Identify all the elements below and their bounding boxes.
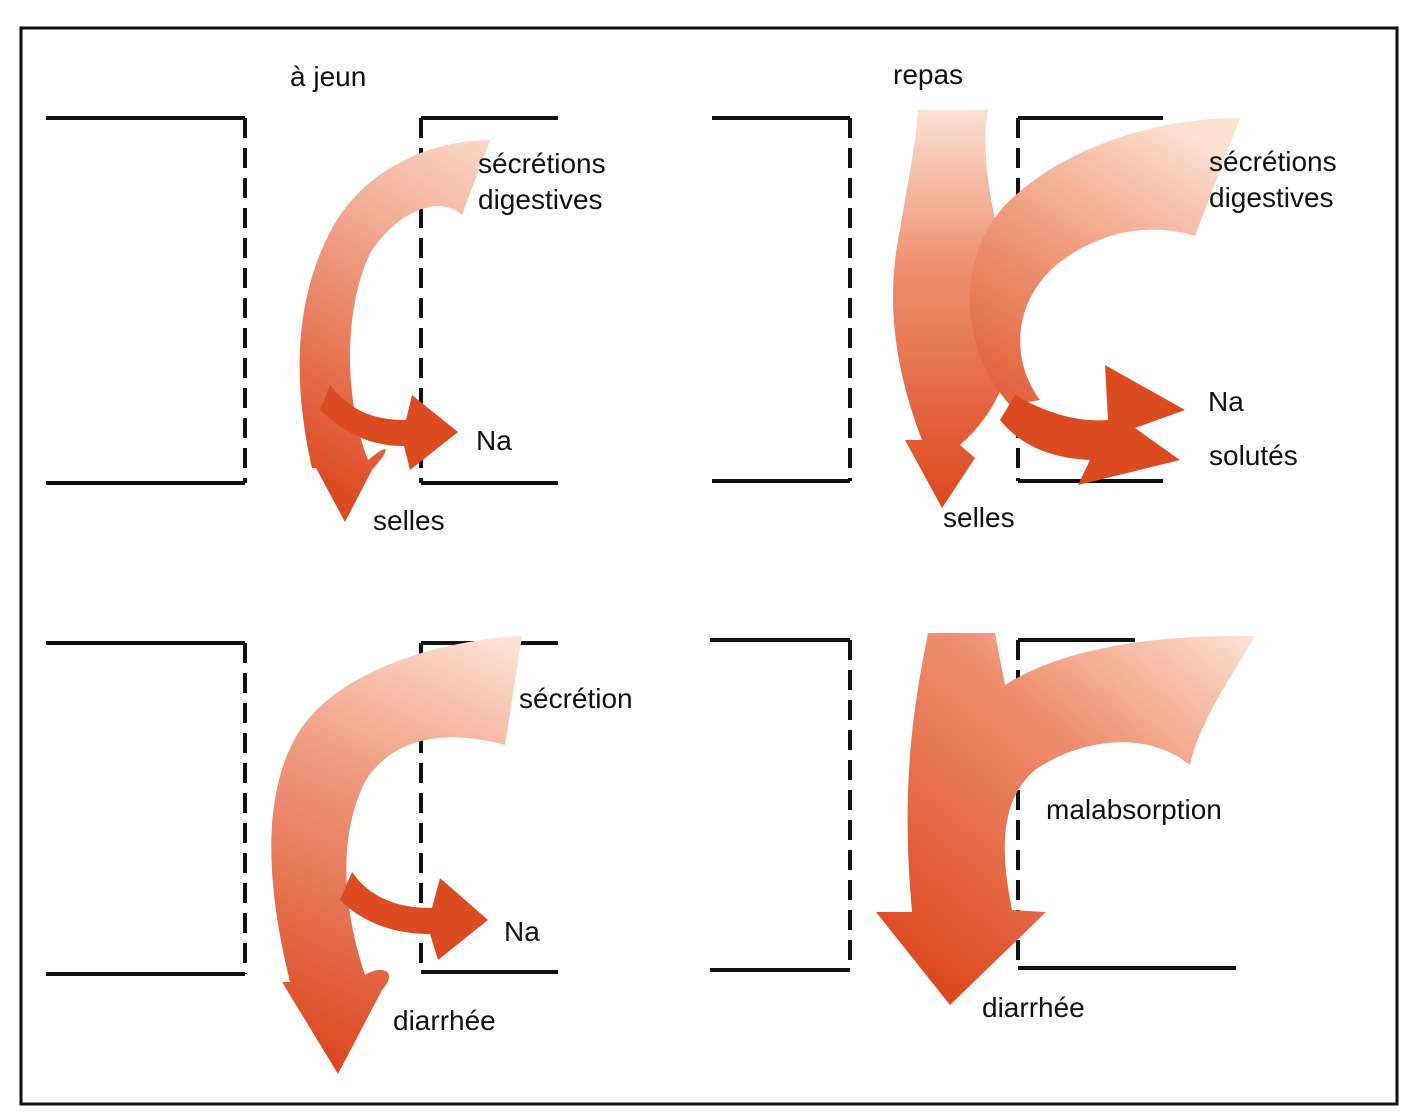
label-sodium: Na — [476, 425, 512, 456]
sodium-absorption-arrow — [320, 385, 458, 470]
panel-fasting-diarrhea: sécrétion Na diarrhée — [46, 636, 633, 1074]
intestine-wall-left — [46, 116, 245, 485]
label-stools: selles — [373, 505, 445, 536]
panel-fasting-normal: sécrétions digestives Na selles — [46, 116, 606, 536]
intestine-wall-left — [46, 641, 245, 976]
label-diarrhea: diarrhée — [982, 992, 1085, 1023]
meal-intake-flow-arrow — [893, 110, 1013, 508]
panel-meal-diarrhea: malabsorption diarrhée — [710, 633, 1255, 1023]
label-diarrhea: diarrhée — [393, 1005, 496, 1036]
intestine-wall-right — [421, 116, 558, 485]
sodium-solutes-absorption-arrow — [1000, 365, 1185, 485]
label-solutes: solutés — [1209, 440, 1298, 471]
intestine-wall-right — [1018, 638, 1236, 970]
label-sodium: Na — [504, 916, 540, 947]
label-stools: selles — [943, 502, 1015, 533]
intestine-wall-left — [710, 638, 850, 972]
intestine-wall-left — [712, 116, 850, 483]
sodium-absorption-arrow — [340, 872, 488, 960]
heading-fasting: à jeun — [290, 61, 366, 92]
label-secretions-2: digestives — [1209, 182, 1334, 213]
heading-meal: repas — [893, 59, 963, 90]
label-malabsorption: malabsorption — [1046, 794, 1222, 825]
malabsorption-flow-arrow — [876, 633, 1255, 1005]
secretion-flow-arrow — [299, 140, 490, 522]
diagram-frame — [19, 26, 1399, 1106]
panel-meal-normal: sécrétions digestives Na solutés selles — [712, 110, 1337, 533]
secretion-flow-arrow — [969, 118, 1240, 405]
label-secretions-1: sécrétions — [1209, 146, 1337, 177]
label-sodium: Na — [1208, 386, 1244, 417]
label-secretions-2: digestives — [478, 184, 603, 215]
secretion-flow-arrow — [271, 636, 522, 1074]
label-secretion: sécrétion — [519, 683, 633, 714]
label-secretions-1: sécrétions — [478, 148, 606, 179]
